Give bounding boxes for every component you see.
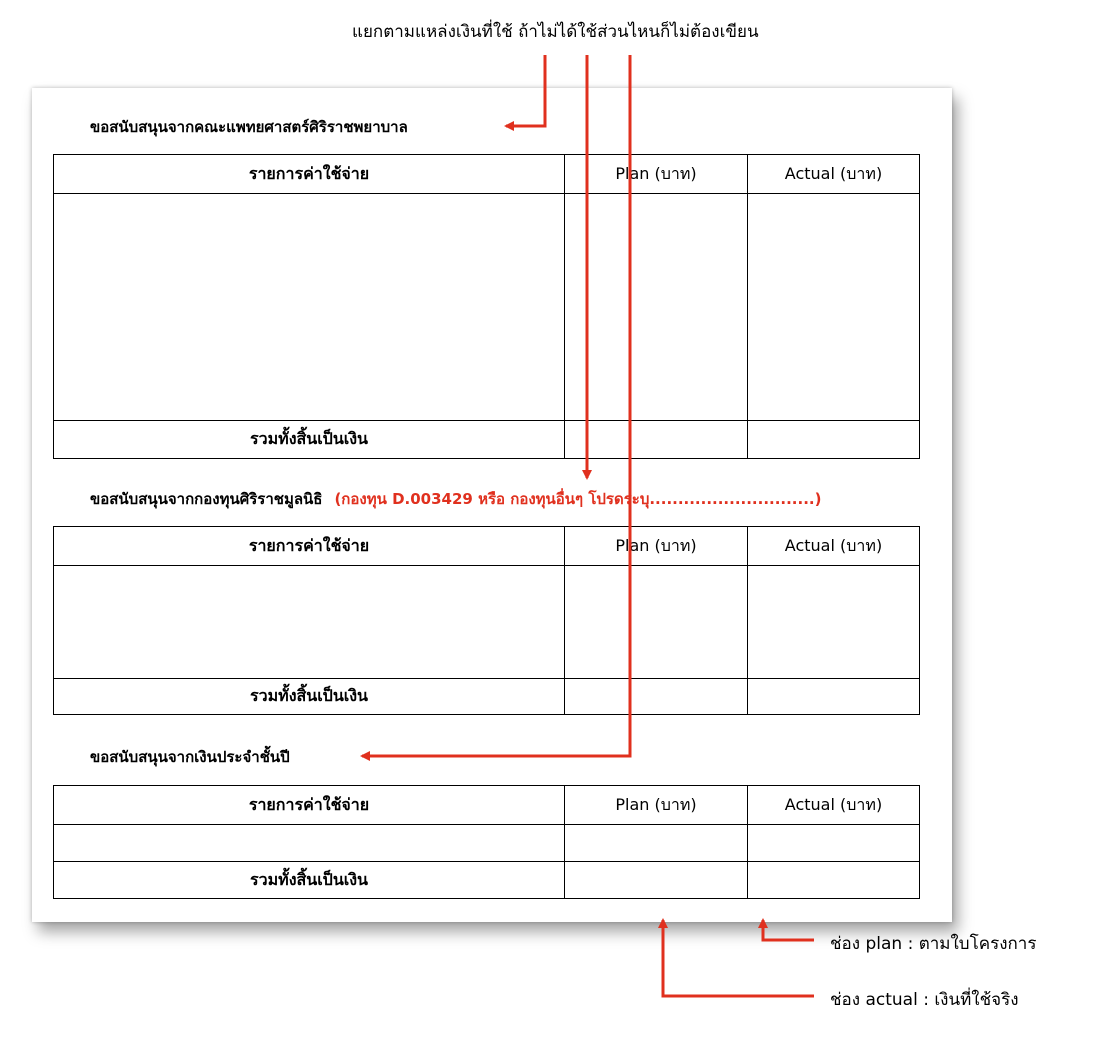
annotation-top: แยกตามแหล่งเงินที่ใช้ ถ้าไม่ได้ใช้ส่วนไห… [352, 22, 759, 42]
header-plan: Plan (บาท) [564, 785, 748, 825]
header-actual: Actual (บาท) [747, 154, 920, 194]
plan-total-cell[interactable] [564, 420, 748, 459]
plan-cell[interactable] [564, 565, 748, 679]
table-body-row [53, 824, 920, 862]
arrow-plan-note [758, 918, 814, 942]
section-1-title-text: ขอสนับสนุนจากคณะแพทยศาสตร์ศิริราชพยาบาล [90, 118, 408, 136]
item-cell[interactable] [53, 565, 565, 679]
table-total-row: รวมทั้งสิ้นเป็นเงิน [53, 420, 920, 459]
section-3-title-text: ขอสนับสนุนจากเงินประจำชั้นปี [90, 748, 290, 766]
header-actual: Actual (บาท) [747, 785, 920, 825]
actual-cell[interactable] [747, 193, 920, 421]
header-actual: Actual (บาท) [747, 526, 920, 566]
table-total-row: รวมทั้งสิ้นเป็นเงิน [53, 861, 920, 899]
section-3-title: ขอสนับสนุนจากเงินประจำชั้นปี [90, 745, 290, 769]
arrow-actual-note [658, 918, 814, 998]
actual-cell[interactable] [747, 565, 920, 679]
table-header-row: รายการค่าใช้จ่าย Plan (บาท) Actual (บาท) [53, 526, 920, 566]
budget-table-class-fund: รายการค่าใช้จ่าย Plan (บาท) Actual (บาท)… [53, 785, 920, 899]
table-body-row [53, 193, 920, 421]
actual-total-cell[interactable] [747, 861, 920, 899]
actual-total-cell[interactable] [747, 420, 920, 459]
table-body-row [53, 565, 920, 679]
total-label: รวมทั้งสิ้นเป็นเงิน [53, 420, 565, 459]
section-2-fund-note: (กองทุน D.003429 หรือ กองทุนอื่นๆ โปรดระ… [334, 490, 822, 508]
item-cell[interactable] [53, 193, 565, 421]
actual-total-cell[interactable] [747, 678, 920, 715]
plan-total-cell[interactable] [564, 861, 748, 899]
plan-cell[interactable] [564, 193, 748, 421]
budget-table-foundation: รายการค่าใช้จ่าย Plan (บาท) Actual (บาท)… [53, 526, 920, 715]
header-plan: Plan (บาท) [564, 526, 748, 566]
item-cell[interactable] [53, 824, 565, 862]
plan-total-cell[interactable] [564, 678, 748, 715]
table-header-row: รายการค่าใช้จ่าย Plan (บาท) Actual (บาท) [53, 785, 920, 825]
section-2-title-text: ขอสนับสนุนจากกองทุนศิริราชมูลนิธิ [90, 490, 323, 508]
total-label: รวมทั้งสิ้นเป็นเงิน [53, 861, 565, 899]
plan-cell[interactable] [564, 824, 748, 862]
section-1-title: ขอสนับสนุนจากคณะแพทยศาสตร์ศิริราชพยาบาล [90, 115, 408, 139]
annotation-plan: ช่อง plan : ตามใบโครงการ [830, 934, 1037, 954]
header-item: รายการค่าใช้จ่าย [53, 154, 565, 194]
header-item: รายการค่าใช้จ่าย [53, 785, 565, 825]
section-2-title: ขอสนับสนุนจากกองทุนศิริราชมูลนิธิ (กองทุน… [90, 487, 821, 511]
budget-table-faculty: รายการค่าใช้จ่าย Plan (บาท) Actual (บาท)… [53, 154, 920, 459]
table-header-row: รายการค่าใช้จ่าย Plan (บาท) Actual (บาท) [53, 154, 920, 194]
total-label: รวมทั้งสิ้นเป็นเงิน [53, 678, 565, 715]
annotation-actual: ช่อง actual : เงินที่ใช้จริง [830, 990, 1019, 1010]
header-plan: Plan (บาท) [564, 154, 748, 194]
table-total-row: รวมทั้งสิ้นเป็นเงิน [53, 678, 920, 715]
header-item: รายการค่าใช้จ่าย [53, 526, 565, 566]
actual-cell[interactable] [747, 824, 920, 862]
